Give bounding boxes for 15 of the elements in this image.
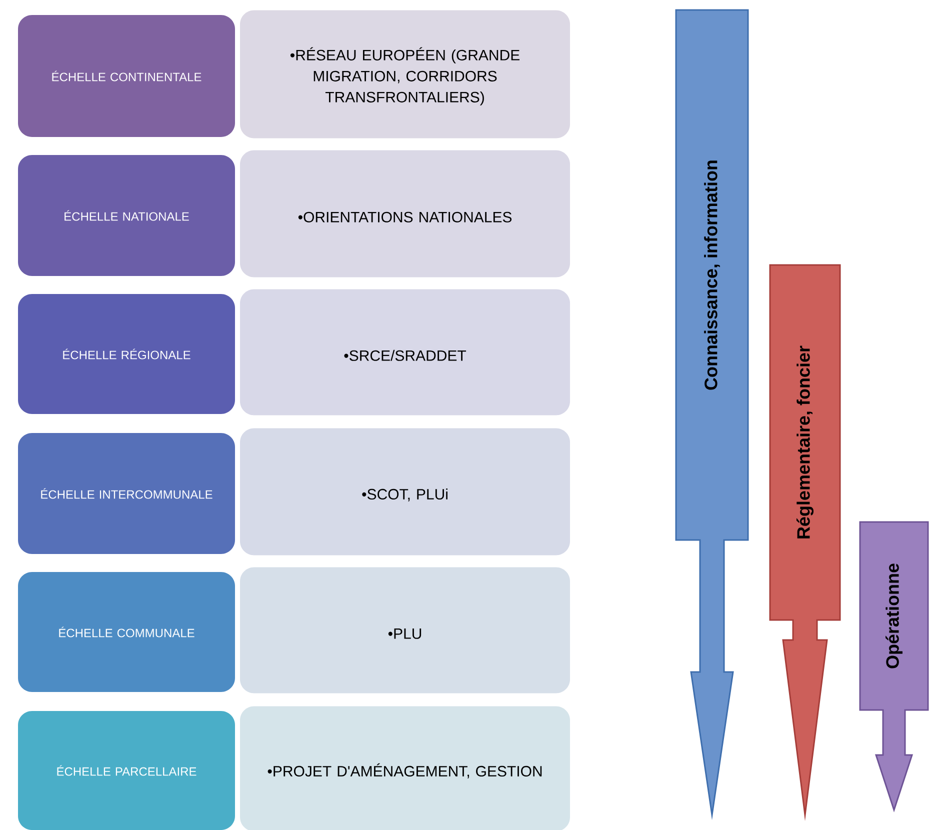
scale-box: ÉCHELLE CONTINENTALE	[18, 15, 235, 137]
arrow-banner: Opérationne	[859, 521, 929, 812]
content-box: •RÉSEAU EUROPÉEN (GRANDE MIGRATION, CORRIDORS TRANSFRONTALIERS)	[240, 10, 570, 138]
scale-box: ÉCHELLE NATIONALE	[18, 155, 235, 276]
scale-box: ÉCHELLE PARCELLAIRE	[18, 711, 235, 830]
scale-box: ÉCHELLE RÉGIONALE	[18, 294, 235, 414]
content-box: •PLU	[240, 567, 570, 694]
arrow-banner: Réglementaire, foncier	[769, 264, 841, 822]
scale-box: ÉCHELLE COMMUNALE	[18, 572, 235, 692]
arrow-banner: Connaissance, information	[675, 9, 749, 820]
content-box: •SRCE/SRADDET	[240, 289, 570, 416]
content-box: •PROJET D'AMÉNAGEMENT, GESTION	[240, 706, 570, 830]
content-box: •SCOT, PLUi	[240, 428, 570, 556]
content-box: •ORIENTATIONS NATIONALES	[240, 150, 570, 278]
scale-box: ÉCHELLE INTERCOMMUNALE	[18, 433, 235, 554]
